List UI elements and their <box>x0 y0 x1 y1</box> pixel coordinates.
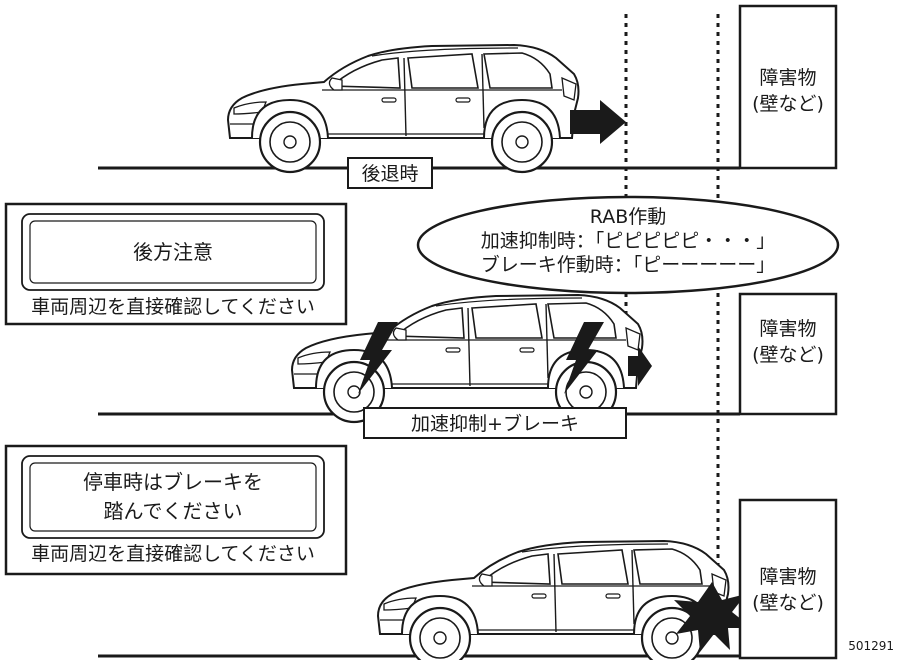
impact-burst-icon <box>674 582 752 652</box>
bubble-line: ブレーキ作動時：「ピーーーーー」 <box>481 253 776 276</box>
obstacle-wall: 障害物 (壁など) <box>738 292 838 416</box>
panel-caption: 車両周辺を直接確認してください <box>31 543 315 565</box>
obstacle-sublabel: (壁など) <box>752 93 824 115</box>
bubble-line: 加速抑制時：「ピピピピピ・・・」 <box>481 230 776 252</box>
scene-label: 加速抑制+ブレーキ <box>411 412 579 435</box>
display-panel: 停車時はブレーキを 踏んでください 車両周辺を直接確認してください <box>4 444 348 576</box>
panel-message: 後方注意 <box>133 240 213 264</box>
panel-message: 踏んでください <box>104 499 243 523</box>
reverse-arrow-icon <box>628 346 652 386</box>
bubble-title: RAB作動 <box>590 206 666 228</box>
car <box>226 43 580 174</box>
scene-reversing: 障害物 (壁など) 後退時 <box>98 4 838 189</box>
obstacle-label: 障害物 <box>759 318 816 340</box>
scene-label: 後退時 <box>361 163 418 185</box>
display-panel: 後方注意 車両周辺を直接確認してください <box>4 202 348 326</box>
obstacle-wall: 障害物 (壁など) <box>738 4 838 170</box>
alert-bubble: RAB作動 加速抑制時：「ピピピピピ・・・」 ブレーキ作動時：「ピーーーーー」 <box>416 195 840 295</box>
scene-acceleration-suppression: 後方注意 車両周辺を直接確認してください RAB作動 加速抑制時：「ピピピピピ・… <box>4 195 840 439</box>
figure-id: 501291 <box>848 639 894 653</box>
obstacle-label: 障害物 <box>759 566 816 588</box>
obstacle-label: 障害物 <box>759 67 816 89</box>
obstacle-wall: 障害物 (壁など) <box>738 498 838 660</box>
panel-caption: 車両周辺を直接確認してください <box>31 296 315 318</box>
scene-collision: 停車時はブレーキを 踏んでください 車両周辺を直接確認してください 障害物 (壁… <box>4 444 838 660</box>
obstacle-sublabel: (壁など) <box>752 344 824 366</box>
panel-message: 停車時はブレーキを <box>83 470 263 494</box>
obstacle-sublabel: (壁など) <box>752 592 824 614</box>
reverse-arrow-icon <box>570 100 626 144</box>
lightning-icon <box>358 322 398 394</box>
lightning-icon <box>564 322 604 394</box>
